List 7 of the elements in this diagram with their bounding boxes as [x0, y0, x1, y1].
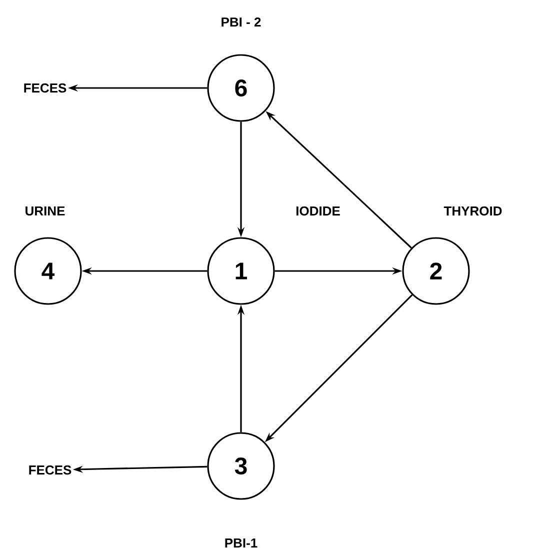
output-label: FECES — [29, 465, 72, 475]
compartment-label: PBI-1 — [225, 538, 258, 548]
output-label: FECES — [24, 83, 66, 93]
compartment-label: IODIDE — [296, 206, 340, 216]
compartment-label: THYROID — [444, 206, 502, 216]
compartment-label: URINE — [26, 206, 65, 216]
compartment-label: PBI - 2 — [222, 17, 261, 27]
